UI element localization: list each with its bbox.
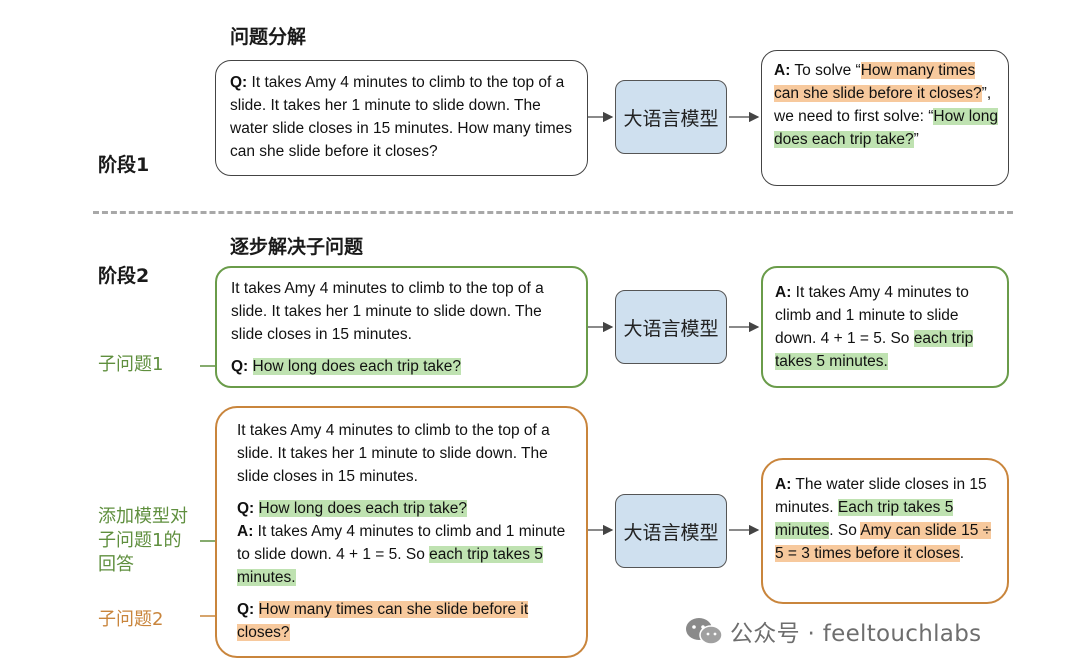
stage1-answer-box: A: To solve “How many times can she slid… bbox=[761, 50, 1009, 186]
answer-text: ”, we need to first solve: “ bbox=[774, 85, 992, 125]
answer-text: . So bbox=[829, 522, 861, 539]
a-prefix: A: bbox=[775, 476, 792, 493]
a-prefix: A: bbox=[237, 523, 254, 540]
answer-text: ” bbox=[913, 131, 919, 148]
stage-divider bbox=[93, 211, 1013, 214]
a-prefix: A: bbox=[774, 62, 791, 79]
highlight-sub-question-1: How long does each trip take? bbox=[258, 500, 468, 517]
context-text: It takes Amy 4 minutes to climb to the t… bbox=[237, 422, 550, 485]
stage2-final-answer-box: A: The water slide closes in 15 minutes.… bbox=[761, 458, 1009, 604]
q-prefix: Q: bbox=[231, 358, 249, 375]
answer-text: To solve “ bbox=[794, 62, 861, 79]
llm-box-stage2a: 大语言模型 bbox=[615, 290, 727, 364]
watermark: 公众号 · feeltouchlabs bbox=[684, 614, 981, 648]
stage2-subq2-box: It takes Amy 4 minutes to climb to the t… bbox=[215, 406, 588, 658]
stage1-question-box: Q: It takes Amy 4 minutes to climb to th… bbox=[215, 60, 588, 176]
stage-1-label: 阶段1 bbox=[98, 154, 150, 176]
stage2-subq1-box: It takes Amy 4 minutes to climb to the t… bbox=[215, 266, 588, 388]
llm-box-stage1: 大语言模型 bbox=[615, 80, 727, 154]
answer-text: It takes Amy 4 minutes to climb and 1 mi… bbox=[237, 523, 566, 563]
watermark-text: 公众号 · feeltouchlabs bbox=[730, 621, 982, 647]
q-prefix: Q: bbox=[237, 500, 255, 517]
side-label-sub1: 子问题1 bbox=[98, 354, 164, 375]
stage1-question-text: It takes Amy 4 minutes to climb to the t… bbox=[230, 74, 572, 160]
q-prefix: Q: bbox=[230, 74, 248, 91]
stage-2-label: 阶段2 bbox=[98, 265, 150, 287]
a-prefix: A: bbox=[775, 284, 792, 301]
answer-text: The water slide closes in 15 minutes. bbox=[775, 476, 987, 516]
heading-solve: 逐步解决子问题 bbox=[230, 236, 364, 258]
side-label-line: 回答 bbox=[98, 554, 134, 575]
context-text: It takes Amy 4 minutes to climb to the t… bbox=[231, 280, 544, 343]
side-label-sub2: 子问题2 bbox=[98, 609, 164, 630]
answer-text: It takes Amy 4 minutes to climb and 1 mi… bbox=[775, 284, 969, 347]
side-label-line: 添加模型对 bbox=[98, 506, 188, 527]
highlight-sub-question-2: How many times can she slide before it c… bbox=[237, 601, 529, 641]
llm-box-stage2b: 大语言模型 bbox=[615, 494, 727, 568]
stage2-subq1-answer-box: A: It takes Amy 4 minutes to climb and 1… bbox=[761, 266, 1009, 388]
highlight-sub-question-1: How long does each trip take? bbox=[252, 358, 462, 375]
answer-text: . bbox=[959, 545, 965, 562]
heading-decompose: 问题分解 bbox=[230, 26, 307, 48]
q-prefix: Q: bbox=[237, 601, 255, 618]
side-label-line: 子问题1的 bbox=[98, 530, 182, 551]
wechat-icon bbox=[686, 618, 723, 645]
side-label-add-answer: 添加模型对 子问题1的 回答 bbox=[98, 505, 188, 577]
